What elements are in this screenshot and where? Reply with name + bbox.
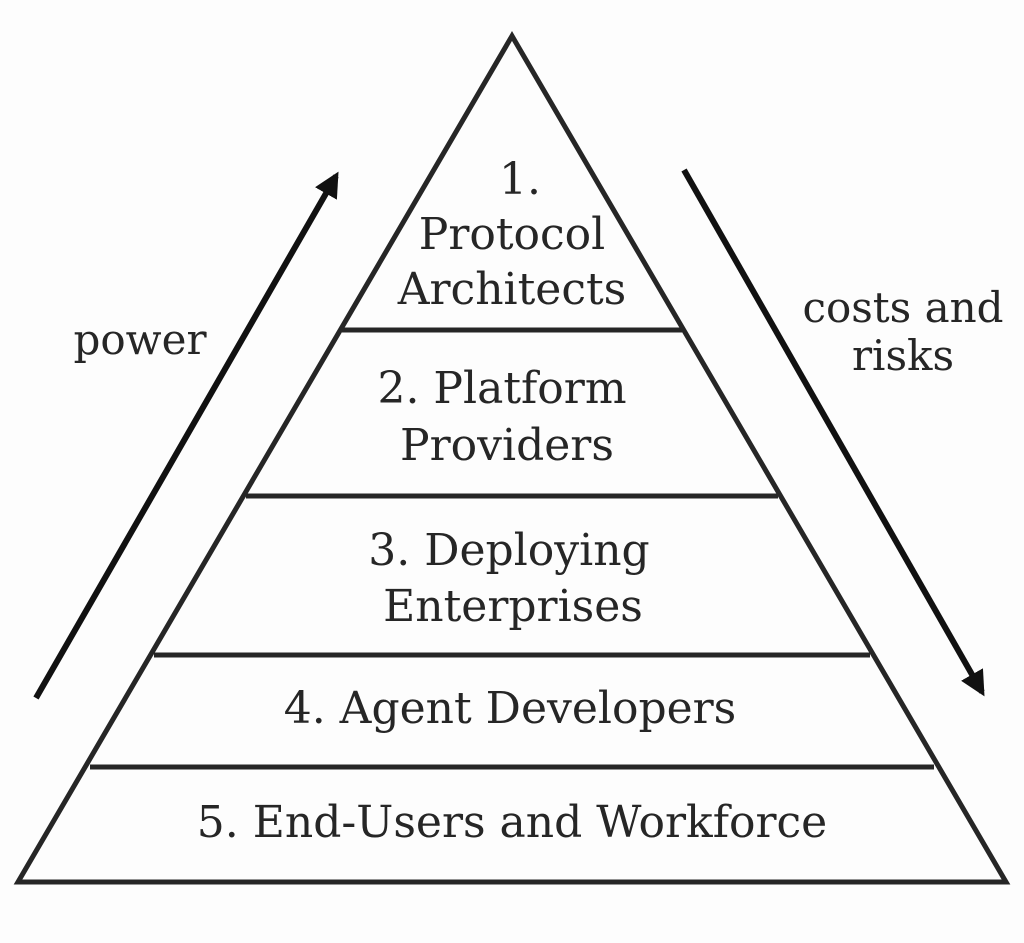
tier-5-end-users-workforce: 5. End-Users and Workforce <box>197 797 827 848</box>
power-label: power <box>73 315 207 364</box>
tier-2-platform-providers: 2. Platform Providers <box>377 363 626 471</box>
tier-3-label-line2: Enterprises <box>383 581 643 632</box>
costs-risks-arrow <box>681 168 985 697</box>
tier-3-label-line1: 3. Deploying <box>368 525 649 576</box>
tier-3-deploying-enterprises: 3. Deploying Enterprises <box>368 525 649 632</box>
tier-1-number: 1. <box>499 154 541 205</box>
tier-1-label-line1: Protocol <box>419 209 606 260</box>
tier-4-label: 4. Agent Developers <box>284 683 737 734</box>
power-arrow <box>33 171 339 700</box>
pyramid-outline <box>13 31 1011 885</box>
tier-5-label: 5. End-Users and Workforce <box>197 797 827 848</box>
tier-1-protocol-architects: 1. Protocol Architects <box>397 154 627 315</box>
tier-1-label-line2: Architects <box>397 264 627 315</box>
costs-risks-label-line1: costs and <box>802 283 1003 332</box>
tier-2-label-line1: 2. Platform <box>377 363 626 414</box>
tier-2-label-line2: Providers <box>400 420 614 471</box>
tier-4-agent-developers: 4. Agent Developers <box>284 683 737 734</box>
costs-risks-label-line2: risks <box>852 331 954 380</box>
